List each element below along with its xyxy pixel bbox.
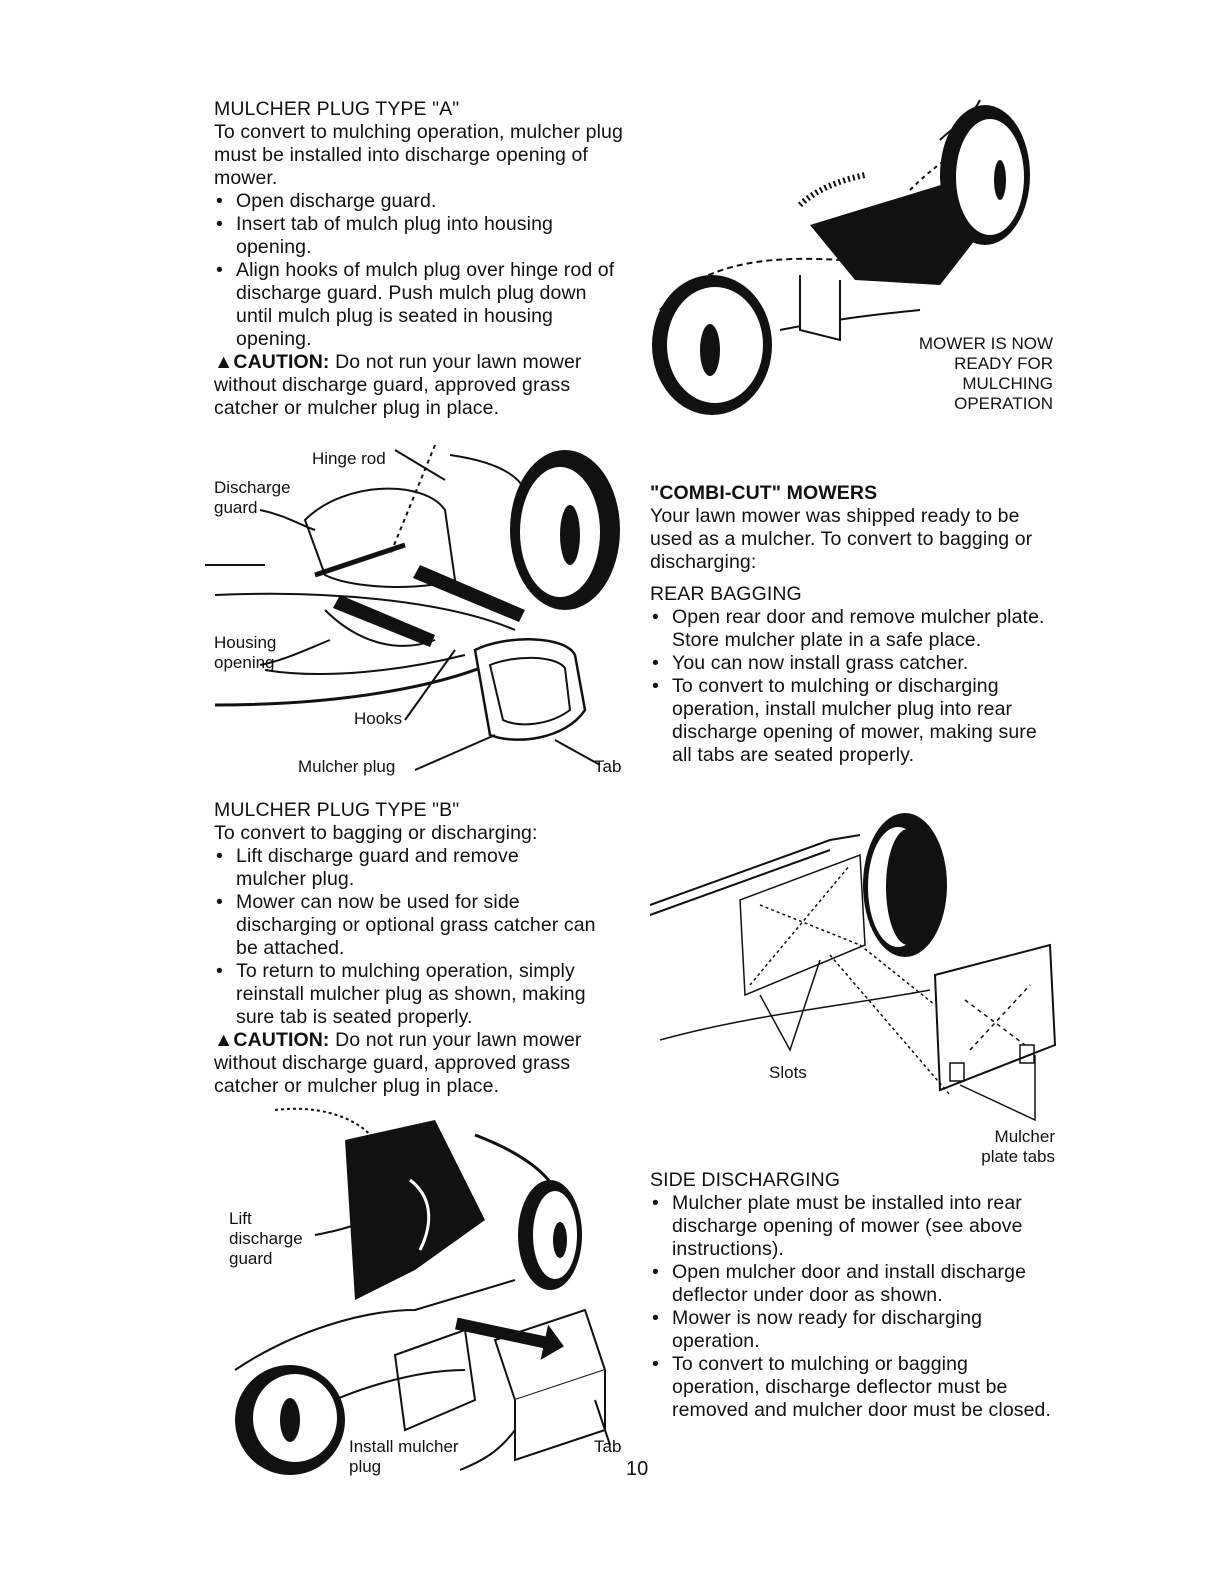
warning-triangle-icon: ▲ — [214, 1029, 234, 1051]
figure-plug-a — [205, 444, 620, 771]
list-item: Mulcher plate must be installed into rea… — [650, 1192, 1055, 1261]
list-item: To convert to mulching or bagging operat… — [650, 1353, 1055, 1422]
list-item: To return to mulching operation, simply … — [214, 960, 614, 1029]
plug-a-caution: ▲CAUTION: Do not run your lawn mower wit… — [214, 351, 634, 420]
page-number: 10 — [626, 1458, 649, 1480]
figure-ready-mulching — [652, 99, 1030, 415]
side-discharging-steps: Mulcher plate must be installed into rea… — [650, 1192, 1055, 1422]
plug-b-section: MULCHER PLUG TYPE "B" To convert to bagg… — [214, 799, 634, 1098]
label-hinge-rod: Hinge rod — [312, 449, 386, 468]
list-item: Insert tab of mulch plug into housing op… — [214, 213, 619, 259]
label-hooks: Hooks — [354, 709, 403, 728]
list-item: Lift discharge guard and remove mulcher … — [214, 845, 614, 891]
label-lift-discharge-guard: Lift discharge guard — [229, 1209, 303, 1268]
label-tab-b: Tab — [594, 1437, 622, 1456]
rear-bagging-heading: REAR BAGGING — [650, 583, 802, 605]
list-item: Mower can now be used for side dischargi… — [214, 891, 614, 960]
caution-label: CAUTION: — [233, 1029, 330, 1051]
caution-label: CAUTION: — [233, 351, 330, 373]
figure-ready-caption: MOWER IS NOW READY FOR MULCHING OPERATIO… — [918, 334, 1053, 413]
list-item: Open rear door and remove mulcher plate.… — [650, 606, 1045, 652]
label-discharge-guard: Discharge guard — [214, 478, 291, 517]
figure-plug-b — [234, 1107, 611, 1475]
list-item: Open discharge guard. — [214, 190, 619, 213]
plug-b-intro: To convert to bagging or discharging: — [214, 822, 538, 844]
plug-b-caution: ▲CAUTION: Do not run your lawn mower wit… — [214, 1029, 634, 1098]
combi-cut-intro: Your lawn mower was shipped ready to be … — [650, 505, 1033, 573]
warning-triangle-icon: ▲ — [214, 351, 234, 373]
plug-a-intro: To convert to mulching operation, mulche… — [214, 121, 623, 189]
figure-mulcher-plate — [649, 813, 1057, 1122]
label-mulcher-plug: Mulcher plug — [298, 757, 396, 776]
caution-text: Do not run your lawn mower without disch… — [214, 351, 582, 419]
list-item: You can now install grass catcher. — [650, 652, 1045, 675]
list-item: Open mulcher door and install discharge … — [650, 1261, 1055, 1307]
plug-a-heading: MULCHER PLUG TYPE "A" — [214, 98, 460, 120]
list-item: Mower is now ready for discharging opera… — [650, 1307, 1055, 1353]
label-housing-opening: Housing opening — [214, 633, 277, 672]
side-discharging-heading: SIDE DISCHARGING — [650, 1169, 841, 1191]
label-mulcher-plate-tabs: Mulcher plate tabs — [981, 1127, 1055, 1166]
plug-b-steps: Lift discharge guard and remove mulcher … — [214, 845, 614, 1029]
combi-cut-heading: "COMBI-CUT" MOWERS — [650, 482, 878, 504]
plug-b-heading: MULCHER PLUG TYPE "B" — [214, 799, 460, 821]
list-item: To convert to mulching or discharging op… — [650, 675, 1045, 767]
plug-a-section: MULCHER PLUG TYPE "A" To convert to mulc… — [214, 98, 634, 420]
caution-text: Do not run your lawn mower without disch… — [214, 1029, 582, 1097]
list-item: Align hooks of mulch plug over hinge rod… — [214, 259, 619, 351]
label-tab: Tab — [594, 757, 622, 776]
rear-bagging-steps: Open rear door and remove mulcher plate.… — [650, 606, 1045, 767]
label-install-mulcher-plug: Install mulcher plug — [349, 1437, 459, 1476]
side-discharging-section: SIDE DISCHARGING Mulcher plate must be i… — [650, 1169, 1060, 1422]
combi-cut-section: "COMBI-CUT" MOWERS Your lawn mower was s… — [650, 482, 1060, 767]
label-slots: Slots — [769, 1063, 807, 1082]
plug-a-steps: Open discharge guard. Insert tab of mulc… — [214, 190, 619, 351]
